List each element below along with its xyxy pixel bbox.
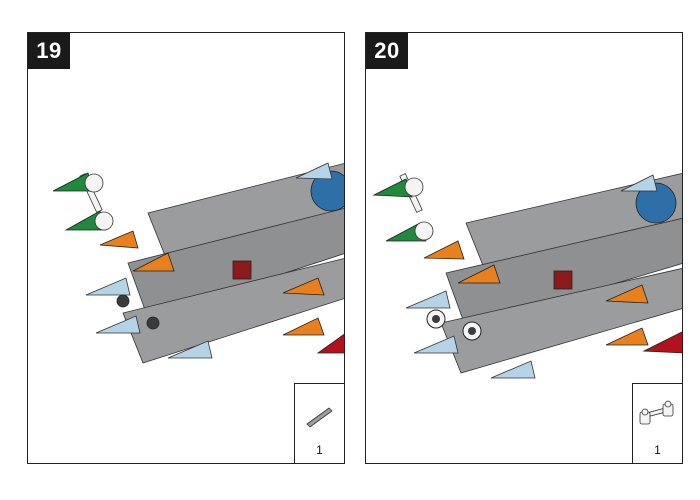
green-cone: [64, 210, 114, 231]
blue-dome: [635, 182, 677, 224]
trans-blue-cone: [413, 335, 459, 354]
trans-blue-cone: [167, 340, 213, 359]
green-cone: [385, 221, 434, 242]
build-illustration: [52, 162, 344, 364]
orange-cone: [132, 252, 175, 272]
orange-cone: [282, 277, 325, 296]
dark-red-piece: [232, 260, 252, 280]
green-cone: [372, 177, 424, 198]
parts-needed-callout: 1: [632, 383, 682, 463]
parts-needed-callout: 1: [294, 383, 344, 463]
step-20-panel: 20: [365, 32, 683, 464]
part-quantity: 1: [654, 443, 661, 457]
step-number-badge: 19: [28, 33, 70, 69]
dark-red-piece: [553, 270, 573, 290]
trans-blue-cone: [85, 277, 131, 296]
trans-blue-cone: [95, 315, 141, 334]
orange-cone: [605, 284, 649, 304]
trans-blue-cone: [405, 290, 451, 309]
trans-blue-cone: [620, 174, 658, 192]
part-quantity: 1: [316, 443, 323, 457]
engine-end: [116, 294, 130, 308]
green-cone: [52, 172, 104, 193]
orange-cone: [605, 327, 649, 346]
red-wing-tip: [316, 333, 344, 354]
bar-piece-icon: [306, 407, 333, 428]
step-19-panel: 19: [27, 32, 345, 464]
step-number-badge: 20: [366, 33, 408, 69]
engine-end: [146, 316, 160, 330]
orange-cone: [282, 317, 325, 336]
orange-cone: [423, 240, 465, 260]
white-clip-piece: [426, 309, 446, 329]
orange-cone: [99, 230, 139, 249]
blue-dome: [310, 170, 344, 212]
red-wing-tip: [642, 331, 682, 354]
trans-blue-cone: [295, 162, 333, 180]
trans-blue-cone: [490, 360, 536, 379]
bar-with-clips-piece-icon: [639, 400, 674, 425]
build-illustration: [372, 173, 682, 379]
orange-cone: [457, 264, 501, 284]
white-clip-piece: [462, 321, 482, 341]
